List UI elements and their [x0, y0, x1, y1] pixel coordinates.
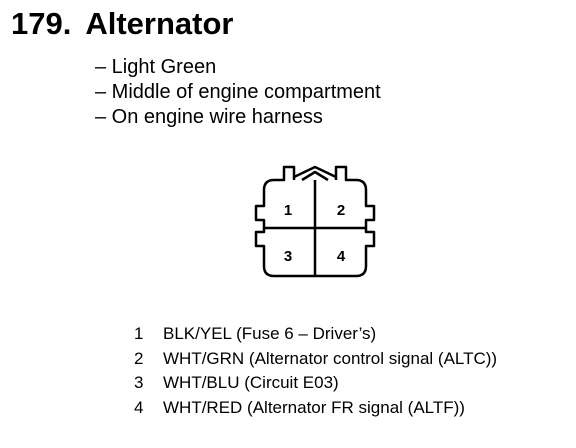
detail-color: – Light Green	[95, 56, 217, 78]
pin-description: WHT/GRN (Alternator control signal (ALTC…	[163, 348, 498, 368]
latch	[292, 170, 338, 182]
pin-row: 4 WHT/RED (Alternator FR signal (ALTF))	[134, 396, 497, 421]
pin-description: WHT/RED (Alternator FR signal (ALTF))	[163, 397, 465, 417]
detail-location: – Middle of engine compartment	[95, 81, 381, 103]
pin-label-2: 2	[337, 202, 345, 219]
component-number: 179.	[11, 6, 72, 41]
pin-label-1: 1	[284, 202, 292, 219]
pin-number: 1	[134, 324, 144, 343]
page-title: 179. Alternator	[11, 6, 233, 42]
pin-label-4: 4	[337, 248, 346, 265]
pin-row: 3 WHT/BLU (Circuit E03)	[134, 371, 497, 396]
component-name: Alternator	[85, 6, 234, 41]
pin-description: BLK/YEL (Fuse 6 – Driver’s)	[163, 324, 377, 343]
connector-housing	[254, 165, 376, 278]
connector-diagram: 1 2 3 4	[254, 165, 376, 278]
pin-label-3: 3	[284, 248, 292, 265]
pin-list: 1 BLK/YEL (Fuse 6 – Driver’s) 2 WHT/GRN (A…	[134, 322, 497, 420]
pin-description: WHT/BLU (Circuit E03)	[163, 373, 339, 392]
detail-harness: – On engine wire harness	[95, 106, 323, 128]
pin-row: 2 WHT/GRN (Alternator control signal (ALT…	[134, 347, 497, 372]
pin-row: 1 BLK/YEL (Fuse 6 – Driver’s)	[134, 322, 497, 347]
pin-number: 2	[134, 348, 144, 368]
pin-number: 4	[134, 397, 144, 417]
connector-details: – Light Green – Middle of engine compart…	[95, 55, 381, 130]
pin-number: 3	[134, 373, 144, 392]
